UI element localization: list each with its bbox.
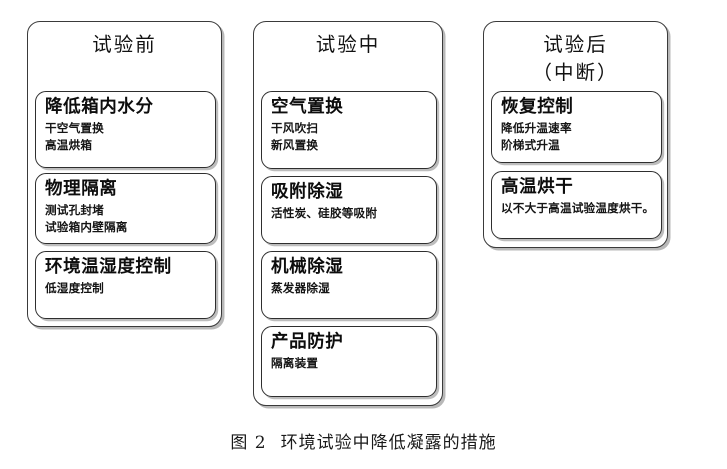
- measure-card-detail: 低湿度控制: [45, 281, 104, 296]
- measure-card-detail: 新风置换: [271, 137, 319, 152]
- measure-card: 物理隔离测试孔封堵试验箱内壁隔离: [35, 173, 216, 244]
- phase-header-during-test: 试验中: [254, 22, 442, 59]
- measure-card-title: 吸附除湿: [271, 182, 344, 202]
- figure-caption: 图 2 环境试验中降低凝露的措施: [0, 428, 727, 453]
- measure-card-detail: 高温烘箱: [45, 137, 93, 152]
- measure-card: 机械除湿蒸发器除湿: [261, 251, 437, 319]
- measure-card-detail-list: 降低升温速率阶梯式升温: [501, 120, 653, 153]
- measure-card-detail: 隔离装置: [271, 356, 319, 371]
- phase-header-after-test: 试验后 （中断）: [484, 22, 667, 86]
- measure-card: 恢复控制降低升温速率阶梯式升温: [491, 91, 662, 163]
- measure-card: 降低箱内水分干空气置换高温烘箱: [35, 91, 216, 168]
- measure-card: 高温烘干以不大于高温试验温度烘干。: [491, 171, 662, 239]
- measure-card-detail: 蒸发器除湿: [271, 281, 330, 296]
- measure-card-detail: 降低升温速率: [501, 121, 572, 136]
- measure-card-detail-list: 隔离装置: [271, 355, 428, 371]
- measure-card-detail-list: 活性炭、硅胶等吸附: [271, 205, 428, 221]
- measure-card: 吸附除湿活性炭、硅胶等吸附: [261, 176, 437, 244]
- measure-card-detail: 阶梯式升温: [501, 137, 560, 152]
- phase-header-line: 试验前: [92, 33, 157, 56]
- measure-card-detail: 试验箱内壁隔离: [45, 219, 128, 234]
- phase-header-before-test: 试验前: [28, 22, 221, 59]
- measure-card-detail: 干风吹扫: [271, 121, 319, 136]
- measure-card-detail-list: 蒸发器除湿: [271, 280, 428, 296]
- measure-card-title: 机械除湿: [271, 257, 344, 277]
- measure-card-detail: 干空气置换: [45, 121, 104, 136]
- measure-card-detail-list: 低湿度控制: [45, 280, 207, 296]
- phase-column-before-test: 试验前降低箱内水分干空气置换高温烘箱物理隔离测试孔封堵试验箱内壁隔离环境温湿度控…: [27, 21, 222, 327]
- figure-caption-text: 环境试验中降低凝露的措施: [280, 433, 497, 453]
- measure-card-detail-list: 以不大于高温试验温度烘干。: [501, 200, 655, 216]
- measure-card-detail: 活性炭、硅胶等吸附: [271, 206, 378, 221]
- measure-card-title: 空气置换: [271, 97, 344, 117]
- measure-card-title: 恢复控制: [501, 97, 574, 117]
- measure-card-detail: 测试孔封堵: [45, 203, 104, 218]
- phase-header-line: （中断）: [532, 60, 619, 84]
- measure-card-title: 物理隔离: [45, 179, 118, 199]
- measure-card-detail-list: 干风吹扫新风置换: [271, 120, 428, 153]
- phase-column-after-test: 试验后 （中断） 恢复控制降低升温速率阶梯式升温高温烘干以不大于高温试验温度烘干。: [483, 21, 668, 248]
- measure-card-title: 降低箱内水分: [45, 97, 154, 117]
- measure-card: 空气置换干风吹扫新风置换: [261, 91, 437, 169]
- measure-card-detail: 以不大于高温试验温度烘干。: [501, 201, 655, 216]
- measure-card-detail-list: 干空气置换高温烘箱: [45, 120, 207, 153]
- measure-card-title: 环境温湿度控制: [45, 257, 172, 277]
- phase-header-line: 试验中: [315, 33, 381, 56]
- figure-caption-label: 图 2: [230, 433, 267, 453]
- measure-card: 环境温湿度控制低湿度控制: [35, 251, 216, 319]
- measure-card: 产品防护隔离装置: [261, 326, 437, 397]
- measure-card-title: 产品防护: [271, 332, 344, 352]
- phase-column-during-test: 试验中空气置换干风吹扫新风置换吸附除湿活性炭、硅胶等吸附机械除湿蒸发器除湿产品防…: [253, 21, 443, 406]
- measure-card-title: 高温烘干: [501, 177, 574, 197]
- measure-card-detail-list: 测试孔封堵试验箱内壁隔离: [45, 202, 207, 235]
- phase-header-line: 试验后: [543, 33, 608, 56]
